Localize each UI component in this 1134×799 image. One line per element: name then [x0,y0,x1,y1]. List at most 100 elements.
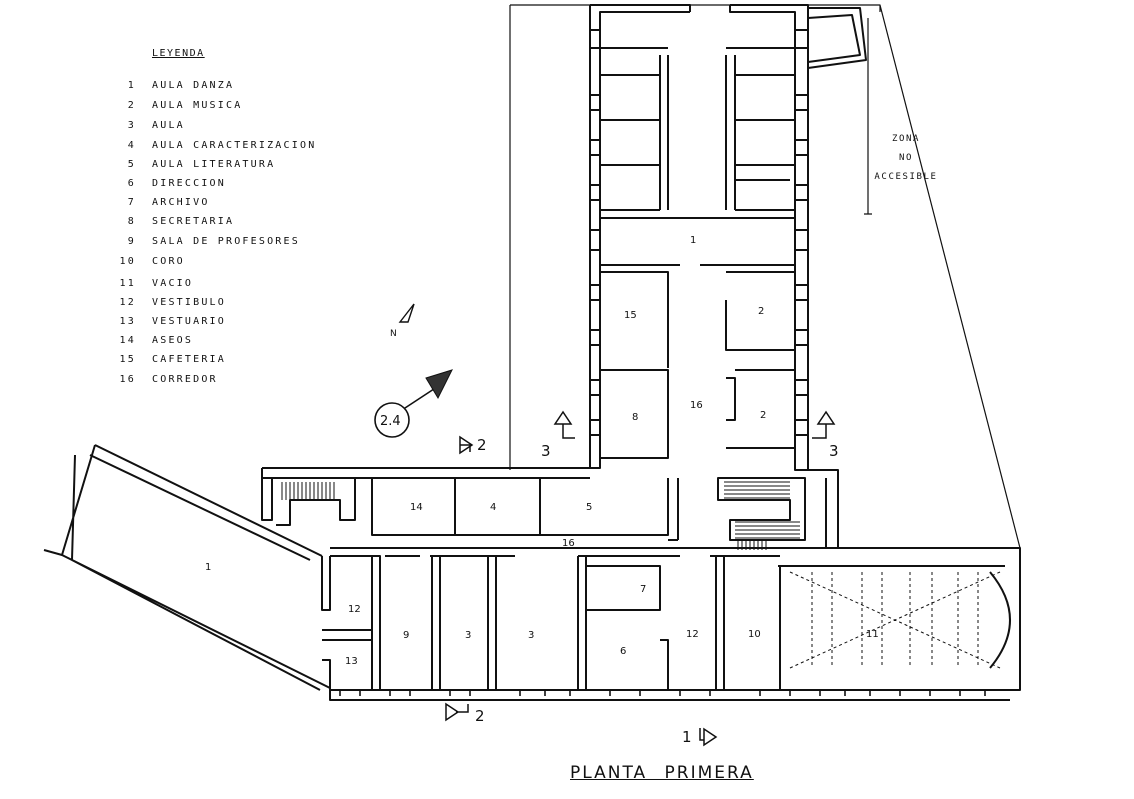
view-direction-arrowhead-icon [425,369,453,400]
legend-item-number: 6 [127,178,136,189]
legend-item-label: ASEOS [152,335,194,346]
legend-item: 5 AULA LITERATURA [112,159,352,175]
room-3b-label: 3 [528,630,534,641]
void-boundary [779,566,1011,690]
non-accessible-note: ZONA NO ACCESIBLE [866,130,946,187]
room-8-label: 8 [632,412,638,423]
view-reference-label: 2.4 [380,414,401,429]
room-15-label: 15 [624,310,637,321]
legend-item-number: 9 [127,236,136,247]
room-9-label: 9 [403,630,409,641]
section-2-top-number: 2 [477,436,487,454]
legend-item-label: CORO [152,256,185,267]
room-3a-label: 3 [465,630,471,641]
section-numbers: 2 2 3 3 1 [475,436,839,746]
legend-item-number: 13 [119,316,136,327]
legend-item-number: 14 [119,335,136,346]
room-10-label: 10 [748,629,761,640]
legend-item-label: VESTUARIO [152,316,226,327]
site-boundary [509,4,1021,549]
legend-item-number: 7 [127,197,136,208]
room-11-label: 11 [866,629,879,640]
room-13-label: 13 [345,656,358,667]
legend-item-number: 2 [127,100,136,111]
section-3-left-number: 3 [541,442,551,460]
section-1-icon [699,727,718,747]
view-reference: 2.4 [374,369,453,438]
legend-item-number: 15 [119,354,136,365]
room-16b-label: 16 [562,538,575,549]
room-1-north-label: 1 [690,235,696,246]
legend-item-label: SALA DE PROFESORES [152,236,300,247]
south-block-walls [261,467,1021,701]
north-wing-walls [589,4,867,471]
facade-pillars [339,690,986,696]
note-line-2: NO [898,153,914,163]
legend-item-number: 10 [119,256,136,267]
legend-item-label: VACIO [152,278,194,289]
legend-item-label: ARCHIVO [152,197,210,208]
legend-item-label: VESTIBULO [152,297,226,308]
room-7-label: 7 [640,584,646,595]
section-3-left-icon [553,410,575,439]
legend-item-number: 8 [127,216,136,227]
legend-item: 10 CORO [112,256,352,272]
legend-item-label: SECRETARIA [152,216,235,227]
view-reference-circle [374,402,410,438]
legend-item: 7 ARCHIVO [112,197,352,213]
angled-wing-walls [43,444,331,691]
room-4-label: 4 [490,502,496,513]
legend-item: 6 DIRECCION [112,178,352,194]
legend-item: 2 AULA MUSICA [112,100,352,116]
legend-item: 8 SECRETARIA [112,216,352,232]
room-labels: 1 1 2 2 3 3 4 5 6 7 8 9 10 11 12 12 13 1… [205,235,879,667]
legend-item-label: AULA DANZA [152,80,235,91]
room-6-label: 6 [620,646,626,657]
legend-item: 15 CAFETERIA [112,354,352,370]
legend-item-label: AULA LITERATURA [152,159,276,170]
legend-item-label: AULA CARACTERIZACION [152,140,317,151]
north-arrow-icon [398,303,415,323]
section-3-right-icon [812,410,836,439]
section-2-top-icon [459,435,474,455]
note-line-3: ACCESIBLE [874,172,938,182]
room-16a-label: 16 [690,400,703,411]
room-1-wing-label: 1 [205,562,211,573]
stair-treads [281,481,800,550]
legend-item-number: 3 [127,120,136,131]
plan-title: PLANTA PRIMERA [570,763,754,783]
legend-item-label: AULA [152,120,185,131]
legend-item-number: 4 [127,140,136,151]
legend-item: 1 AULA DANZA [112,80,352,96]
room-2a-label: 2 [758,306,764,317]
legend-item-number: 16 [119,374,136,385]
north-arrow: N [390,303,415,339]
room-5-label: 5 [586,502,592,513]
room-14-label: 14 [410,502,423,513]
legend-item-number: 1 [127,80,136,91]
section-2-bottom-icon [445,702,469,722]
section-3-right-number: 3 [829,442,839,460]
section-1-number: 1 [682,728,692,746]
room-12b-label: 12 [686,629,699,640]
void-area [789,571,1001,669]
section-markers [445,410,836,747]
legend-item: 3 AULA [112,120,352,136]
section-2-bottom-number: 2 [475,707,485,725]
note-line-1: ZONA [891,134,921,144]
legend-item: 14 ASEOS [112,335,352,351]
legend-item-label: CAFETERIA [152,354,226,365]
legend-item: 4 AULA CARACTERIZACION [112,140,352,156]
legend-item-label: DIRECCION [152,178,226,189]
legend-title: LEYENDA [152,48,205,59]
non-accessible-bracket [864,18,872,215]
legend-item-label: AULA MUSICA [152,100,243,111]
room-2b-label: 2 [760,410,766,421]
legend-item: 13 VESTUARIO [112,316,352,332]
legend-item-number: 5 [127,159,136,170]
